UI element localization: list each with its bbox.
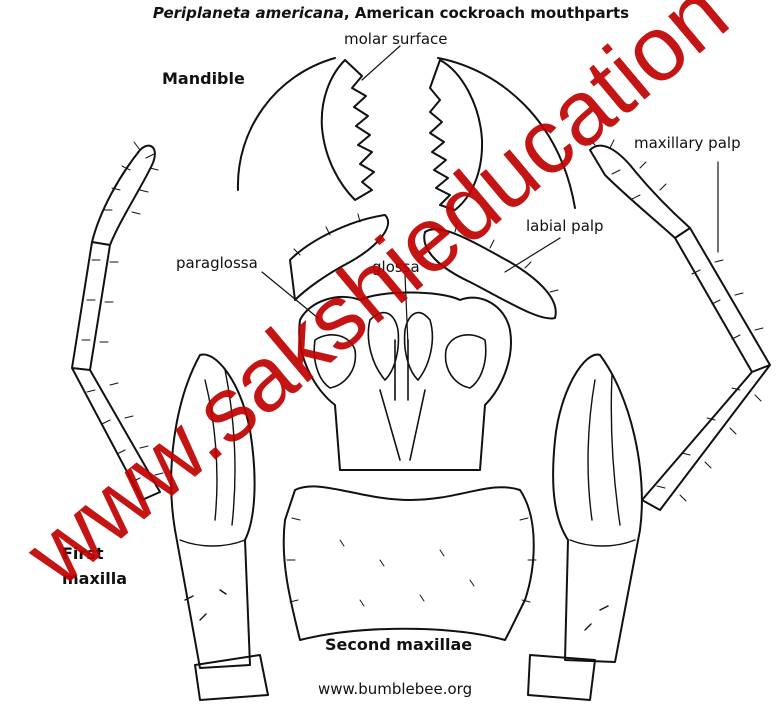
watermark-text: www.sakshieducation xyxy=(7,0,747,606)
